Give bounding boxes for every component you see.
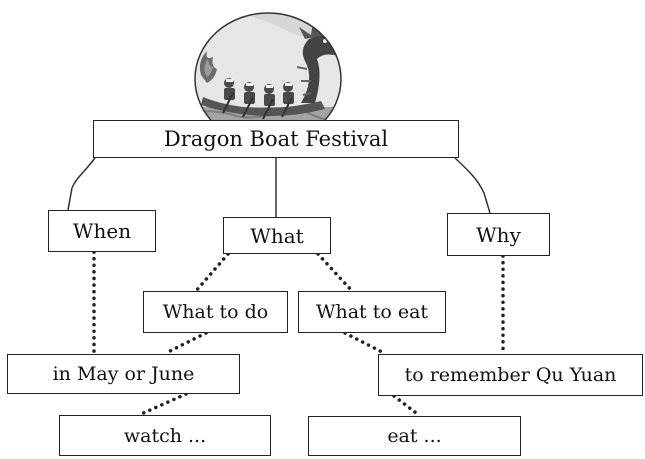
node-root-label: Dragon Boat Festival	[163, 127, 389, 151]
connector-what-todo	[194, 252, 230, 293]
node-when-answer: in May or June	[7, 354, 240, 394]
node-when: When	[48, 210, 156, 252]
node-why-answer: to remember Qu Yuan	[378, 354, 643, 396]
node-to-do-answer: watch ...	[59, 415, 271, 456]
node-to-do-answer-label: watch ...	[123, 424, 207, 447]
node-to-eat-answer: eat ...	[308, 416, 521, 456]
node-what-to-do-label: What to do	[162, 301, 269, 323]
connector-quyuan-eat	[392, 394, 422, 418]
node-to-eat-answer-label: eat ...	[387, 425, 442, 447]
connector-mayjune-watch	[137, 392, 188, 417]
connector-todo-answer	[166, 331, 208, 354]
node-what-label: What	[250, 223, 304, 248]
node-what-to-do: What to do	[143, 291, 288, 333]
node-root: Dragon Boat Festival	[93, 120, 459, 158]
node-why: Why	[447, 213, 550, 256]
dragon-boat-illustration	[194, 12, 342, 127]
connector-root-why	[454, 157, 491, 214]
node-why-answer-label: to remember Qu Yuan	[404, 364, 617, 386]
node-when-label: When	[72, 219, 132, 243]
node-why-label: Why	[476, 222, 521, 247]
node-what-to-eat: What to eat	[298, 291, 446, 333]
connector-toeat-answer	[343, 331, 384, 354]
node-what-to-eat-label: What to eat	[315, 301, 429, 323]
connector-root-when	[67, 157, 96, 211]
node-what: What	[223, 217, 331, 254]
node-when-answer-label: in May or June	[52, 363, 195, 385]
connector-what-toeat	[316, 252, 354, 293]
